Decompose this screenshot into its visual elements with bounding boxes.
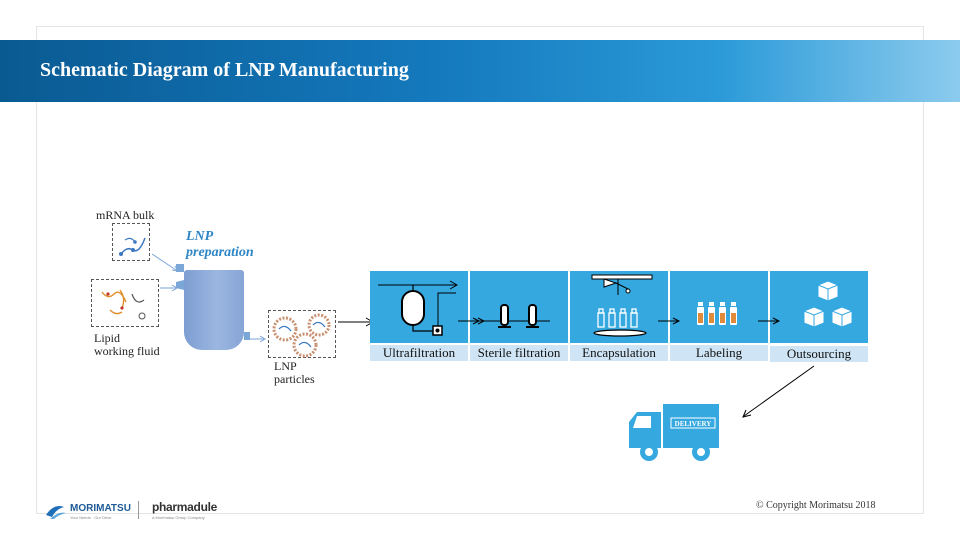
delivery-truck-icon: DELIVERY: [629, 404, 719, 461]
stage-label-outsourcing: Outsourcing: [770, 346, 868, 362]
lnp-particles-box: [268, 310, 336, 358]
stage-label-ultrafiltration: Ultrafiltration: [370, 345, 468, 361]
tank-to-particles-arrow: [248, 335, 266, 343]
prep-line1: LNP: [186, 229, 214, 244]
mixing-tank: [184, 270, 244, 350]
prep-line2: preparation: [186, 245, 254, 260]
lipid-label-line1: Lipid: [94, 331, 120, 345]
stage-labeling: [670, 271, 768, 343]
slide-frame: [36, 26, 924, 514]
lnp-preparation-label: LNP preparation: [186, 229, 276, 261]
pharmadule-tagline: A Morimatsu Group Company: [152, 515, 205, 520]
stage-outsourcing: [770, 271, 868, 343]
stage-sterile-filtration: [470, 271, 568, 343]
boxes-icon: [803, 280, 853, 328]
stage-label-sterile-filtration: Sterile filtration: [470, 345, 568, 361]
mrna-box: [112, 223, 150, 261]
pharmadule-logo-text: pharmadule: [152, 500, 218, 514]
particles-label-line1: LNP: [274, 359, 297, 373]
lipid-label-line2: working fluid: [94, 344, 160, 358]
morimatsu-logo-text: MORIMATSU: [70, 503, 131, 514]
lipid-molecule-icon: [101, 289, 146, 320]
tank-outlet: [244, 332, 250, 340]
copyright-text: © Copyright Morimatsu 2018: [756, 500, 876, 511]
truck-label: DELIVERY: [675, 420, 712, 428]
stage-ultrafiltration: [370, 271, 468, 343]
mrna-label: mRNA bulk: [96, 208, 155, 222]
tank-inlet-side: [176, 280, 184, 290]
mrna-arrow-line: [151, 253, 177, 271]
particles-label-line2: particles: [274, 372, 315, 386]
morimatsu-logo-icon: [46, 506, 66, 519]
stage-label-labeling: Labeling: [670, 345, 768, 361]
morimatsu-tagline: Your Needs · Our Drive: [70, 515, 112, 520]
filling-machine-icon: [591, 274, 653, 337]
mrna-strand-icon: [119, 237, 146, 256]
tank-inlet-top: [176, 264, 184, 272]
stage-encapsulation: [570, 271, 668, 343]
page-title: Schematic Diagram of LNP Manufacturing: [40, 59, 409, 81]
sterile-filter-icon: [470, 304, 550, 328]
labeled-vials-icon: [697, 302, 737, 325]
logo-divider: [138, 501, 139, 519]
ultrafiltration-icon: [378, 280, 459, 336]
lnp-particle-icon: [272, 313, 331, 358]
stage-label-encapsulation: Encapsulation: [570, 345, 668, 361]
lipid-box: [91, 279, 159, 327]
header-bar: [0, 40, 960, 102]
tank-ports: [176, 264, 250, 340]
